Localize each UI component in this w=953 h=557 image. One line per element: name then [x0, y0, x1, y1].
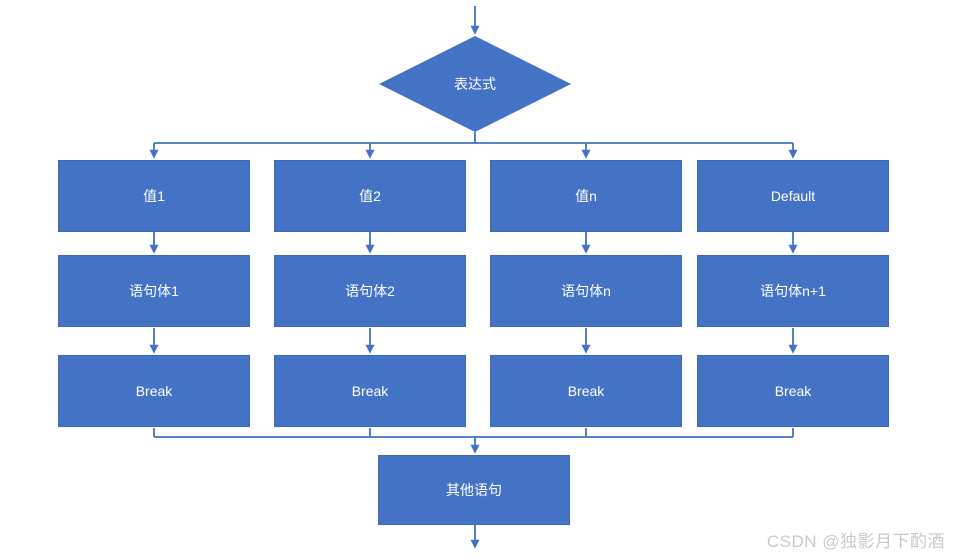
- decision-branch-connectors: [149, 132, 798, 159]
- break-node-default: Break: [697, 355, 889, 427]
- body-node-1: 语句体1: [58, 255, 250, 327]
- case-to-body-arrows: [149, 232, 798, 254]
- break-node-n: Break: [490, 355, 682, 427]
- case-node-1: 值1: [58, 160, 250, 232]
- body-node-n: 语句体n: [490, 255, 682, 327]
- csdn-watermark: CSDN @独影月下酌酒: [766, 532, 945, 551]
- case-node-2: 值2: [274, 160, 466, 232]
- body-node-2: 语句体2: [274, 255, 466, 327]
- break-node-1: Break: [58, 355, 250, 427]
- end-node-other-statements: 其他语句: [378, 455, 570, 525]
- body-node-default: 语句体n+1: [697, 255, 889, 327]
- case-node-n: 值n: [490, 160, 682, 232]
- body-to-break-arrows: [149, 328, 798, 354]
- break-node-2: Break: [274, 355, 466, 427]
- merge-connectors: [153, 428, 794, 454]
- case-node-default: Default: [697, 160, 889, 232]
